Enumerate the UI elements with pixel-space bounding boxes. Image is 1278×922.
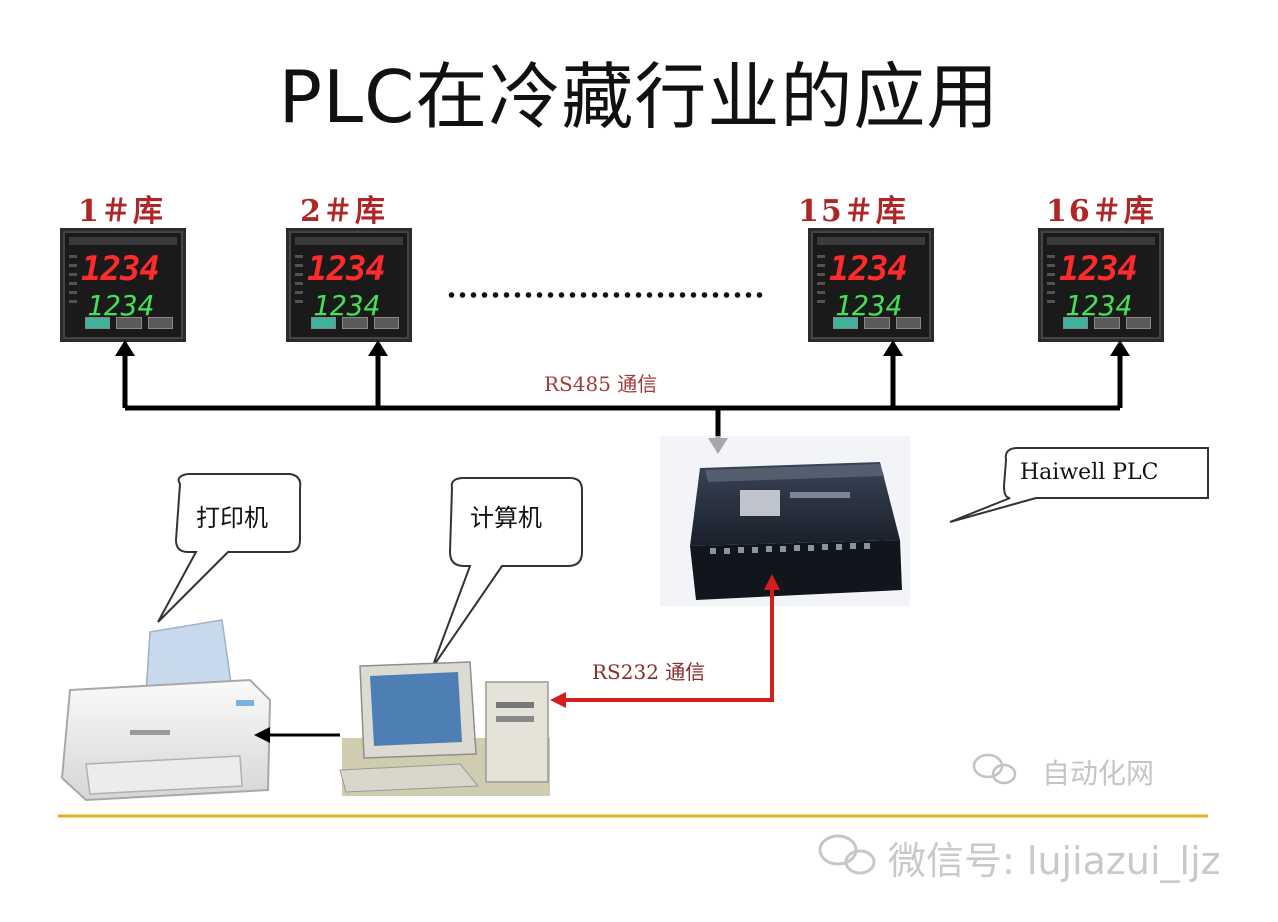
controller-pv-display: 1234 (1059, 249, 1138, 289)
callout-plc-label: Haiwell PLC (1020, 460, 1159, 485)
ellipsis-dots (446, 292, 766, 298)
callout-printer (157, 473, 302, 623)
diagram-title: PLC在冷藏行业的应用 (278, 55, 1000, 139)
temperature-controller-2: 1234 1234 (286, 228, 412, 342)
bus-arrowheads (115, 340, 1130, 454)
rs485-bus (122, 352, 1123, 440)
rs232-label: RS232 通信 (592, 660, 706, 684)
controller-pv-display: 1234 (829, 249, 908, 289)
callout-computer (431, 477, 583, 669)
controller-indicator-leds (817, 255, 825, 305)
controller-header-strip (295, 237, 403, 245)
temperature-controller-15: 1234 1234 (808, 228, 934, 342)
plc-device (660, 436, 910, 606)
wechat-icon (972, 753, 1017, 785)
controller-header-strip (817, 237, 925, 245)
rs485-label: RS485 通信 (544, 372, 658, 396)
wechat-icon (818, 834, 876, 875)
rs232-link (550, 574, 780, 708)
room-label-1: 1＃库 (78, 194, 165, 229)
controller-indicator-leds (69, 255, 77, 305)
controller-sv-display: 1234 (87, 289, 155, 322)
controller-pv-display: 1234 (81, 249, 160, 289)
controller-header-strip (69, 237, 177, 245)
controller-keypad (85, 317, 173, 329)
controller-pv-display: 1234 (307, 249, 386, 289)
controller-sv-display: 1234 (313, 289, 381, 322)
controller-keypad (833, 317, 921, 329)
controller-sv-display: 1234 (1065, 289, 1133, 322)
watermark-site: 自动化网 (1042, 757, 1155, 790)
controller-keypad (311, 317, 399, 329)
printer-device (60, 619, 272, 802)
computer-device (339, 661, 550, 796)
controller-indicator-leds (1047, 255, 1055, 305)
callout-printer-label: 打印机 (196, 504, 268, 532)
room-label-15: 15＃库 (798, 194, 908, 229)
temperature-controller-1: 1234 1234 (60, 228, 186, 342)
controller-sv-display: 1234 (835, 289, 903, 322)
callout-computer-label: 计算机 (470, 504, 542, 532)
temperature-controller-16: 1234 1234 (1038, 228, 1164, 342)
watermark-wechat-id: 微信号: lujiazui_ljz (888, 839, 1221, 883)
room-label-2: 2＃库 (300, 194, 387, 229)
controller-indicator-leds (295, 255, 303, 305)
controller-header-strip (1047, 237, 1155, 245)
parallel-cable-link (254, 727, 340, 743)
callout-plc (949, 447, 1209, 523)
room-label-16: 16＃库 (1046, 194, 1156, 229)
controller-keypad (1063, 317, 1151, 329)
